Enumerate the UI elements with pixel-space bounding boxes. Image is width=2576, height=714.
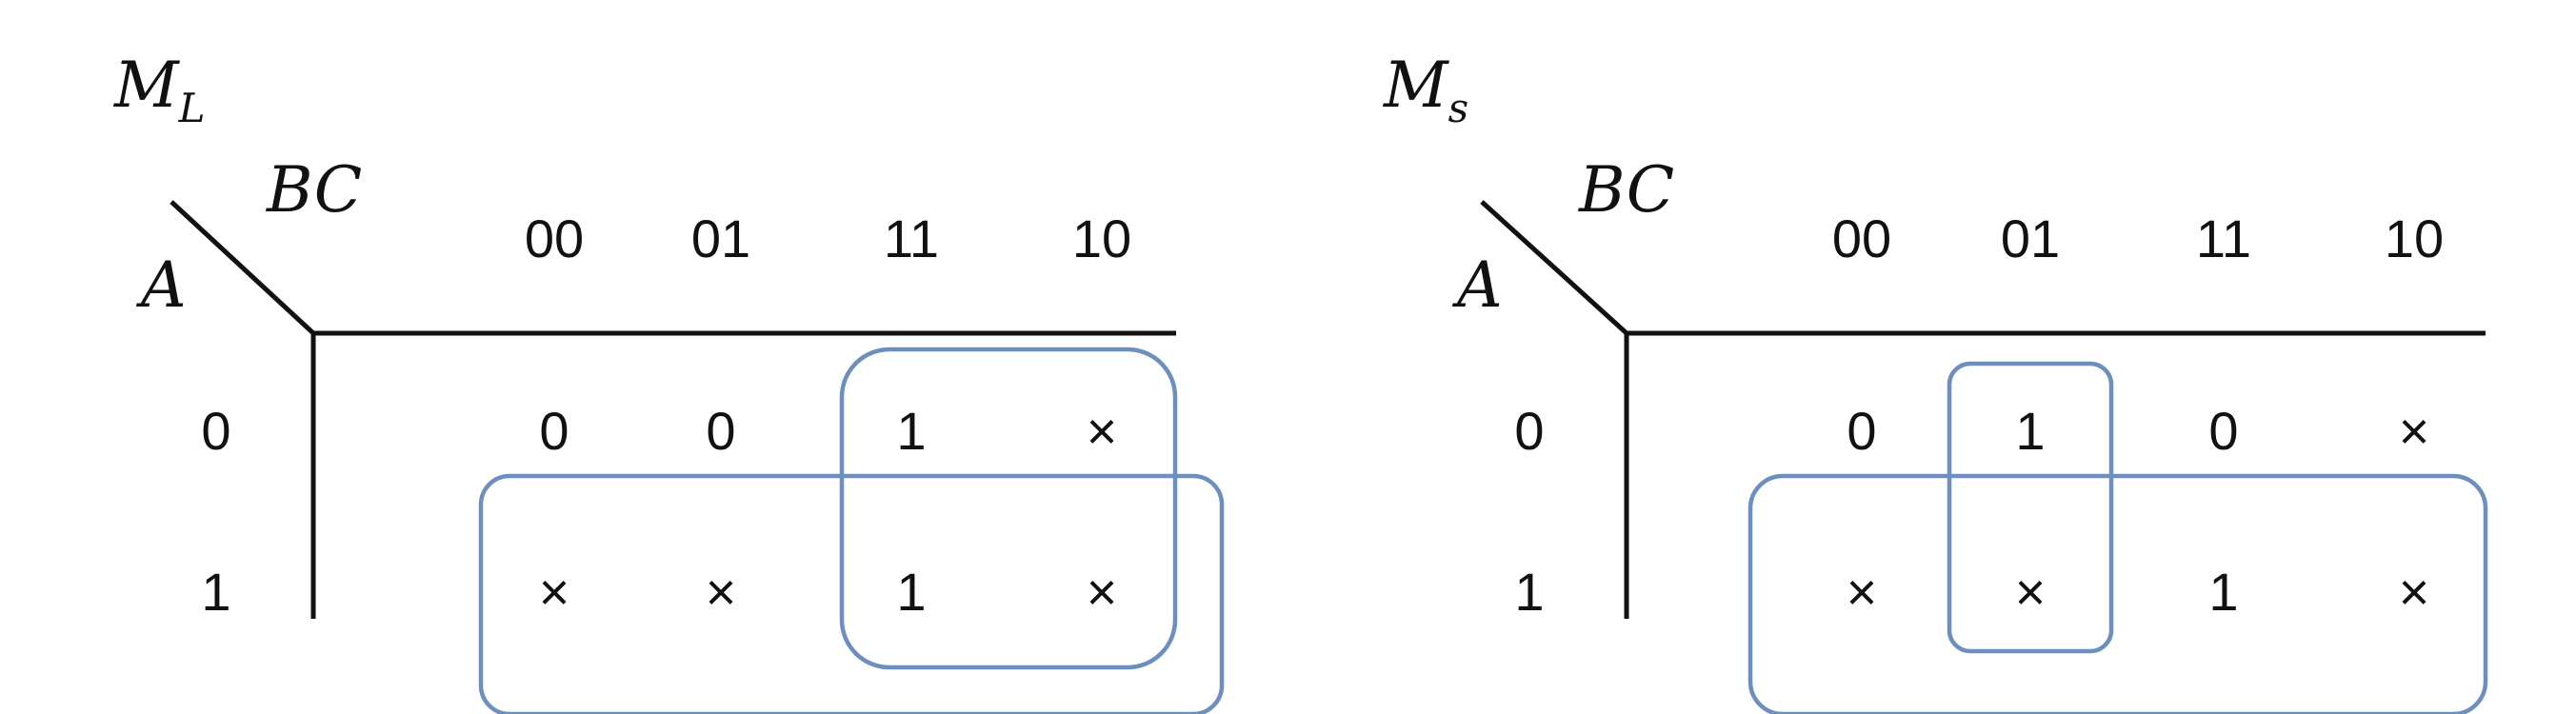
kmap-left: ML BC A 00 01 11 10 0 1 0 0 1 × × × 1 × xyxy=(113,49,1225,714)
cell-value: 0 xyxy=(706,401,735,461)
cell-value: × xyxy=(1087,401,1118,461)
row-labels: 0 1 xyxy=(201,401,230,622)
cell-values: 0 1 0 × × × 1 × xyxy=(1847,401,2430,622)
map-title: ML xyxy=(113,49,205,131)
column-label: 01 xyxy=(691,208,750,268)
cell-value: × xyxy=(1087,562,1118,622)
column-label: 11 xyxy=(2196,208,2251,268)
cell-value: 0 xyxy=(2208,401,2238,461)
cell-value: 0 xyxy=(1847,401,1876,461)
column-label: 00 xyxy=(525,208,584,268)
cell-value: 1 xyxy=(896,562,926,622)
cell-value: 0 xyxy=(539,401,569,461)
row-label: 1 xyxy=(201,562,230,622)
group-loops xyxy=(478,347,1225,714)
column-variable-label: BC xyxy=(1578,153,1674,227)
cell-value: 1 xyxy=(2208,562,2238,622)
corner-diagonal xyxy=(1480,200,1628,335)
cell-value: 1 xyxy=(896,401,926,461)
cell-value: × xyxy=(706,562,737,622)
cell-value: × xyxy=(2399,562,2430,622)
cell-value: × xyxy=(2399,401,2430,461)
column-labels: 00 01 11 10 xyxy=(525,208,1131,268)
corner-diagonal xyxy=(170,200,315,335)
group-loop xyxy=(478,473,1225,714)
group-loop xyxy=(839,347,1178,670)
cell-values: 0 0 1 × × × 1 × xyxy=(539,401,1118,622)
column-label: 10 xyxy=(2385,208,2444,268)
column-label: 00 xyxy=(1832,208,1891,268)
row-label: 0 xyxy=(1514,401,1544,461)
row-variable-label: A xyxy=(135,248,187,322)
column-variable-label: BC xyxy=(266,153,362,227)
cell-value: × xyxy=(1847,562,1878,622)
group-loops xyxy=(1747,361,2488,714)
group-loop xyxy=(1747,473,2488,714)
kmap-right: Ms BC A 00 01 11 10 0 1 0 1 0 × × × 1 × xyxy=(1383,49,2488,714)
column-label: 10 xyxy=(1072,208,1131,268)
column-label: 11 xyxy=(884,208,939,268)
group-loop xyxy=(1947,361,2114,654)
cell-value: × xyxy=(2015,562,2047,622)
cell-value: 1 xyxy=(2015,401,2045,461)
row-labels: 0 1 xyxy=(1514,401,1544,622)
column-label: 01 xyxy=(2001,208,2060,268)
row-label: 0 xyxy=(201,401,230,461)
cell-value: × xyxy=(539,562,570,622)
row-variable-label: A xyxy=(1451,248,1503,322)
row-label: 1 xyxy=(1514,562,1544,622)
column-labels: 00 01 11 10 xyxy=(1832,208,2444,268)
map-title: Ms xyxy=(1383,49,1468,131)
